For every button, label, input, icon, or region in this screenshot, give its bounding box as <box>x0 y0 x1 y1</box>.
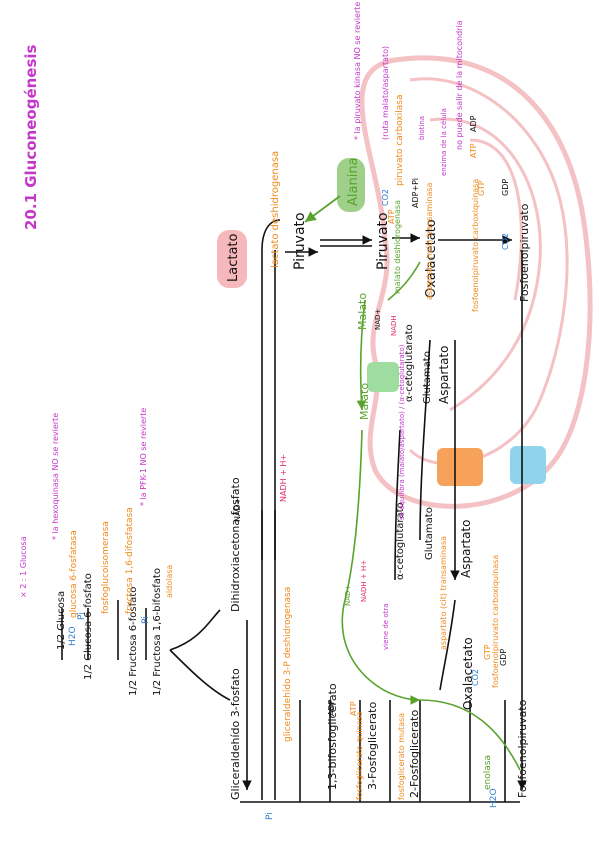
enzyme-fosfoglicerato-quinasa: fosfoglicerato quinasa <box>355 711 364 800</box>
label-glucosa-6p: 1/2 Glucosa 6-fosfato <box>83 573 94 680</box>
transporter-green <box>367 362 399 392</box>
cofactor-atp-2: ATP <box>387 209 396 224</box>
label-glutamato-cito: Glutamato <box>424 507 435 560</box>
enzyme-aldolasa: aldolasa <box>165 565 174 598</box>
label-lactato: Lactato <box>226 233 241 282</box>
label-malato-cito: Malato <box>358 383 371 420</box>
label-3-fosfoglicerato: 3-Fosfoglicerato <box>366 702 379 790</box>
cofactor-h2o-1: H2O <box>68 626 78 646</box>
enzyme-aspartato-transaminasa-mito: aspartato (mit) transaminasa <box>425 182 434 300</box>
note-viene-otra: viene de otra <box>382 603 390 650</box>
cofactor-nad-cito: NAD+ <box>344 585 352 606</box>
alanina-arrow <box>304 195 341 223</box>
enzyme-fructosa-bifosfatasa: fructosa 1,6-difosfatasa <box>125 507 135 614</box>
enzyme-enolasa: enolasa <box>483 755 493 790</box>
label-piruvato-cito: Piruvato <box>292 212 308 270</box>
enzyme-pepck-cito: fosfoenolpiruvato carboxiquinasa <box>491 555 500 688</box>
label-alfa-cg-mito: α-cetoglutarato <box>404 324 415 402</box>
cofactor-nadh-h: NADH + H+ <box>279 454 288 502</box>
enzyme-pepck-mito: fosfoenolpiruvato carboxiquinasa <box>471 179 480 312</box>
label-alanina: Alanina <box>346 157 361 206</box>
metabolite-labels: 1/2 Glucosa 1/2 Glucosa 6-fosfato 1/2 Fr… <box>56 157 531 800</box>
label-malato-mito: Malato <box>356 293 369 330</box>
note-pfk1: * la PFK-1 NO se revierte <box>139 408 148 506</box>
pathway-lines <box>61 219 527 803</box>
enzyme-malato-dh: malato deshidrogenasa <box>393 200 402 294</box>
transporter-blue <box>510 446 546 484</box>
note-biotina: biotina <box>418 116 426 140</box>
cofactor-co2-2: CO2 <box>501 233 510 250</box>
annotation-notes: × 2 : 1 Glucosa * la hexoquinasa NO se r… <box>19 2 464 650</box>
enzyme-aspartato-transaminasa-cito: aspartato (cit) transaminasa <box>439 536 448 650</box>
cofactor-co2-1: CO2 <box>381 189 390 206</box>
label-piruvato-mito: Piruvato <box>375 212 391 270</box>
note-equilibra: se equilibra (malato/aspartato) / (α-cet… <box>398 344 406 520</box>
cofactor-nadh-h-cito: NADH + H+ <box>360 560 368 602</box>
cofactor-gdp-2: GDP <box>499 649 508 666</box>
cofactor-atp-3: ATP <box>469 143 478 158</box>
label-glucosa: 1/2 Glucosa <box>56 591 67 650</box>
enzyme-labels: glucosa 6-fosfatasa fosfoglucoisomerasa … <box>69 94 500 800</box>
label-dhap: Dihidroxiacetona fosfato <box>229 477 242 612</box>
cofactor-pi-2: Pi <box>141 616 151 624</box>
note-no-salir: no puede salir de la mitocondria <box>455 20 464 150</box>
label-fructosa-16bp: 1/2 Fructosa 1,6-bifosfato <box>152 568 163 696</box>
label-aspartato-mito: Aspartato <box>437 346 451 404</box>
note-glucosa-count: × 2 : 1 Glucosa <box>19 536 28 598</box>
label-aspartato-cito: Aspartato <box>459 520 473 578</box>
label-oxalacetato-mito: Oxalacetato <box>424 219 439 298</box>
cofactor-h2o-2: H2O <box>489 788 499 808</box>
label-pep-mito: Fosfoenolpiruvato <box>518 203 531 302</box>
cofactor-gtp-2: GTP <box>483 644 492 660</box>
note-hexoquinasa: * la hexoquinasa NO se revierte <box>51 413 60 540</box>
malate-shuttle-lines <box>341 261 521 771</box>
label-fosfoenolpiruvato: Fosfoenolpiruvato <box>516 699 529 798</box>
cofactor-adp-2: ADP <box>469 115 478 132</box>
cofactor-adp-pi: ADP+Pi <box>411 178 420 208</box>
label-glutamato-mito: Glutamato <box>422 351 433 404</box>
page-title: 20.1 Gluconeogénesis <box>22 44 40 230</box>
cofactor-co2-3: CO2 <box>471 669 480 686</box>
cofactor-nadh-mito: NADH <box>390 315 398 336</box>
cofactor-labels: Pi H2O Pi Pi NAD+ NADH + H+ ADP ATP H2O … <box>68 115 510 820</box>
label-alfa-cg-cito: α-cetoglutarato <box>395 502 406 580</box>
enzyme-piruvato-carboxilasa: piruvato carboxilasa <box>395 94 405 186</box>
enzyme-gliceraldehido-dh: gliceraldehído 3-P deshidrogenasa <box>283 587 293 742</box>
cofactor-nad-mito: NAD+ <box>374 309 382 330</box>
label-fructosa-6p: 1/2 Fructosa 6-fosfato <box>128 587 139 696</box>
note-ruta-malato: (ruta malato/aspartato) <box>381 46 390 140</box>
label-bifosfoglicerato: 1,3-bifosfoglicerato <box>326 683 339 790</box>
enzyme-lactato-dh: lactato deshidrogenasa <box>270 151 281 268</box>
cofactor-adp: ADP <box>327 699 336 716</box>
note-piruvato-kinasa: * la piruvato kinasa NO se revierte <box>353 2 362 140</box>
label-2-fosfoglicerato: 2-Fosfoglicerato <box>408 710 421 798</box>
alanina-box <box>337 158 365 212</box>
label-gliceraldehido: Gliceraldehído 3-fosfato <box>229 668 242 800</box>
cofactor-atp: ATP <box>349 701 358 716</box>
cofactor-pi-1: Pi <box>77 612 87 620</box>
lactato-box <box>217 230 247 288</box>
label-oxalacetato-cito: Oxalacetato <box>461 637 475 710</box>
enzyme-glucosa-6-fosfatasa: glucosa 6-fosfatasa <box>69 530 79 618</box>
note-enzima-celula: enzima de la célula <box>440 108 448 176</box>
enzyme-fosfoglucoisomerasa: fosfoglucoisomerasa <box>101 521 111 614</box>
transporter-orange <box>437 448 483 486</box>
cofactor-gdp-1: GDP <box>501 179 510 196</box>
cofactor-nad-plus: NAD+ <box>233 498 242 522</box>
cofactor-gtp-1: GTP <box>477 180 486 196</box>
cofactor-pi-3: Pi <box>265 812 275 820</box>
enzyme-fosfoglicerato-mutasa: fosfoglicerato mutasa <box>397 713 406 800</box>
